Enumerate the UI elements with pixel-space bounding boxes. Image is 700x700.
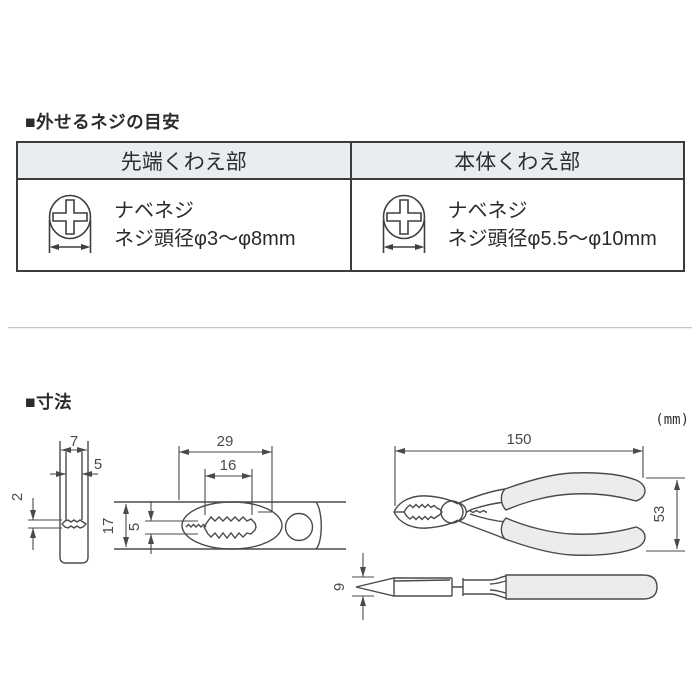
section-divider xyxy=(8,327,692,329)
dimension-label: 5 xyxy=(126,523,143,531)
screw-spec-text: ナベネジ ネジ頭径φ3〜φ8mm xyxy=(114,197,296,253)
head-side-view-drawing: 29 16 17 5 xyxy=(100,433,346,554)
front-view-drawing: 7 5 2 xyxy=(9,433,102,564)
dimension-label: 16 xyxy=(220,457,237,474)
screw-diameter-label: ネジ頭径φ3〜φ8mm xyxy=(114,228,296,250)
screw-spec-text: ナベネジ ネジ頭径φ5.5〜φ10mm xyxy=(448,197,657,253)
screw-guide-title: ■外せるネジの目安 xyxy=(25,112,181,132)
screw-diameter-label: ネジ頭径φ5.5〜φ10mm xyxy=(447,228,657,250)
dimension-label: 17 xyxy=(100,518,117,535)
column-header-body-jaw: 本体くわえ部 xyxy=(349,141,685,180)
phillips-screw-icon xyxy=(48,194,92,253)
dimensions-title: ■寸法 xyxy=(25,392,73,412)
overall-view-drawing: 150 53 xyxy=(393,431,685,556)
tip-jaw-cell: ナベネジ ネジ頭径φ3〜φ8mm xyxy=(16,178,352,272)
dimension-label: 29 xyxy=(217,433,234,450)
table-header-row: 先端くわえ部 本体くわえ部 xyxy=(16,141,685,180)
dimension-label: 2 xyxy=(9,493,26,501)
screw-type-label: ナベネジ xyxy=(114,200,194,222)
dimension-drawings: (mm) 7 5 2 29 xyxy=(9,412,689,620)
dimension-label: 9 xyxy=(331,583,348,591)
unit-label: (mm) xyxy=(655,412,689,428)
dimension-label: 53 xyxy=(651,506,668,523)
dimension-label: 7 xyxy=(70,433,78,450)
screw-type-label: ナベネジ xyxy=(447,200,528,222)
dimension-label: 5 xyxy=(94,456,102,473)
column-header-tip-jaw: 先端くわえ部 xyxy=(16,141,352,180)
body-jaw-cell: ナベネジ ネジ頭径φ5.5〜φ10mm xyxy=(349,178,685,272)
screw-guide-table: 先端くわえ部 本体くわえ部 ナベネジ ネジ頭径φ3〜φ8mm xyxy=(16,141,685,272)
phillips-screw-icon xyxy=(382,194,425,253)
dimension-label: 150 xyxy=(506,431,531,448)
side-profile-drawing: 9 xyxy=(331,553,658,620)
table-body-row: ナベネジ ネジ頭径φ3〜φ8mm ナベネジ xyxy=(16,178,685,272)
